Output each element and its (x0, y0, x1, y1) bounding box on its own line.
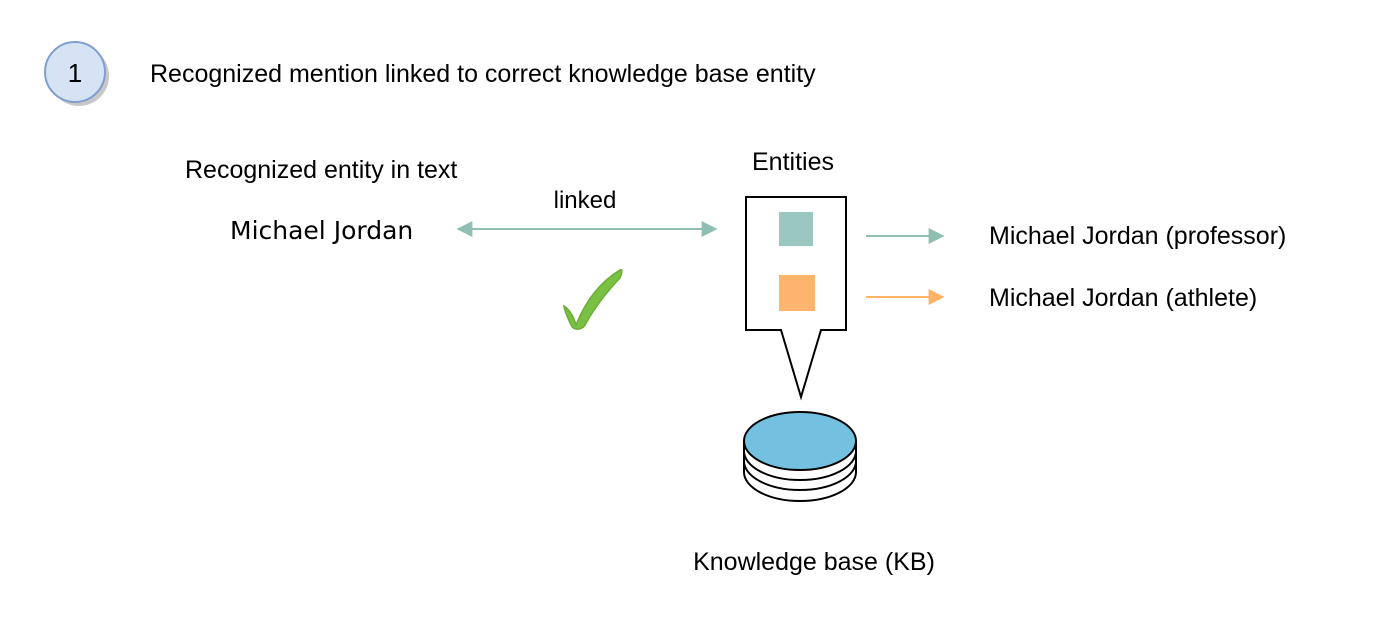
entity-label-athlete: Michael Jordan (athlete) (989, 284, 1257, 312)
database-icon (743, 411, 857, 502)
step-badge: 1 (44, 41, 109, 106)
checkmark-icon (563, 268, 623, 330)
database-ring-1 (743, 450, 857, 481)
database-ring-2 (743, 460, 857, 491)
entities-heading: Entities (752, 148, 834, 176)
entity-swatch-athlete (779, 275, 815, 311)
mention-text: Michael Jordan (230, 216, 413, 245)
entity-swatch-professor (779, 212, 813, 246)
step-badge-circle (44, 41, 106, 103)
step-number: 1 (68, 58, 82, 88)
entity-label-professor: Michael Jordan (professor) (989, 222, 1286, 250)
step-title: Recognized mention linked to correct kno… (150, 60, 816, 88)
link-label: linked (554, 187, 617, 214)
kb-label: Knowledge base (KB) (693, 548, 935, 576)
database-top (743, 411, 857, 471)
mention-heading: Recognized entity in text (185, 156, 457, 184)
